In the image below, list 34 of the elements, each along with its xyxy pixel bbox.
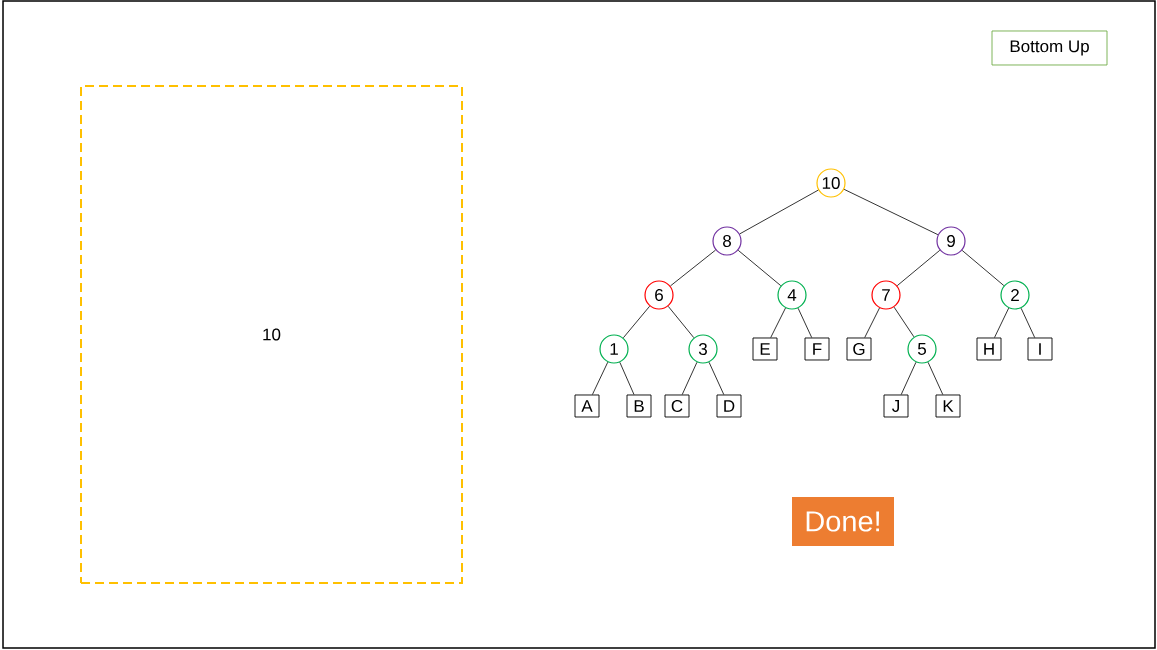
tree-edge (667, 305, 695, 339)
tree-edge (619, 361, 635, 395)
tree-edge (900, 361, 917, 395)
tree-edge (843, 188, 939, 236)
tree-edge (961, 250, 1005, 286)
tree-edge (1020, 307, 1036, 338)
leaf-box: J (883, 394, 909, 418)
tree-edge (864, 307, 880, 338)
leaf-box: K (935, 394, 961, 418)
leaf-box: D (716, 394, 742, 418)
title-box: Bottom Up (991, 30, 1108, 66)
tree-edge (737, 249, 782, 287)
tree-edge (592, 361, 609, 395)
dashed-box: 10 (80, 85, 463, 584)
leaf-box: G (846, 337, 872, 361)
tree-edge (927, 361, 944, 395)
tree-edge (770, 307, 786, 338)
tree-edge (893, 306, 915, 338)
done-button: Done! (792, 497, 894, 546)
leaf-box: B (626, 394, 652, 418)
tree-edge (994, 307, 1010, 338)
tree-edge (797, 307, 813, 338)
tree-edge (681, 361, 698, 395)
tree-edge (622, 305, 651, 339)
leaf-box: H (976, 337, 1002, 361)
leaf-box: F (804, 337, 830, 361)
tree-edge (708, 361, 725, 395)
tree-edge (896, 249, 941, 287)
tree-edge (739, 189, 819, 235)
leaf-box: E (752, 337, 778, 361)
leaf-box: C (664, 394, 690, 418)
leaf-box: I (1027, 337, 1053, 361)
tree-edge (670, 249, 716, 287)
leaf-box: A (574, 394, 600, 418)
